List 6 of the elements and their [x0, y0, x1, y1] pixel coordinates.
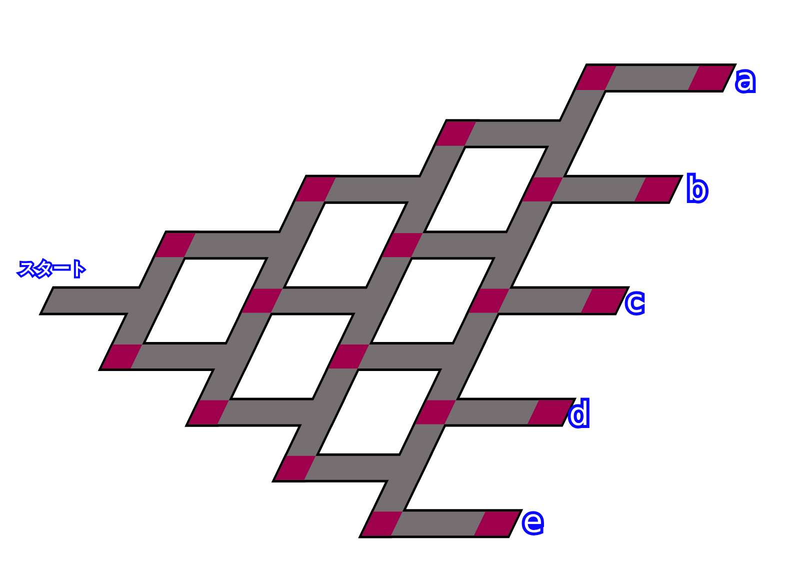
exit-label: c	[624, 283, 646, 319]
start-label: スタート	[17, 259, 89, 280]
exit-label: b	[686, 171, 710, 207]
exit-label: a	[734, 61, 757, 97]
exit-label: e	[521, 503, 545, 539]
exit-label: d	[567, 396, 590, 432]
